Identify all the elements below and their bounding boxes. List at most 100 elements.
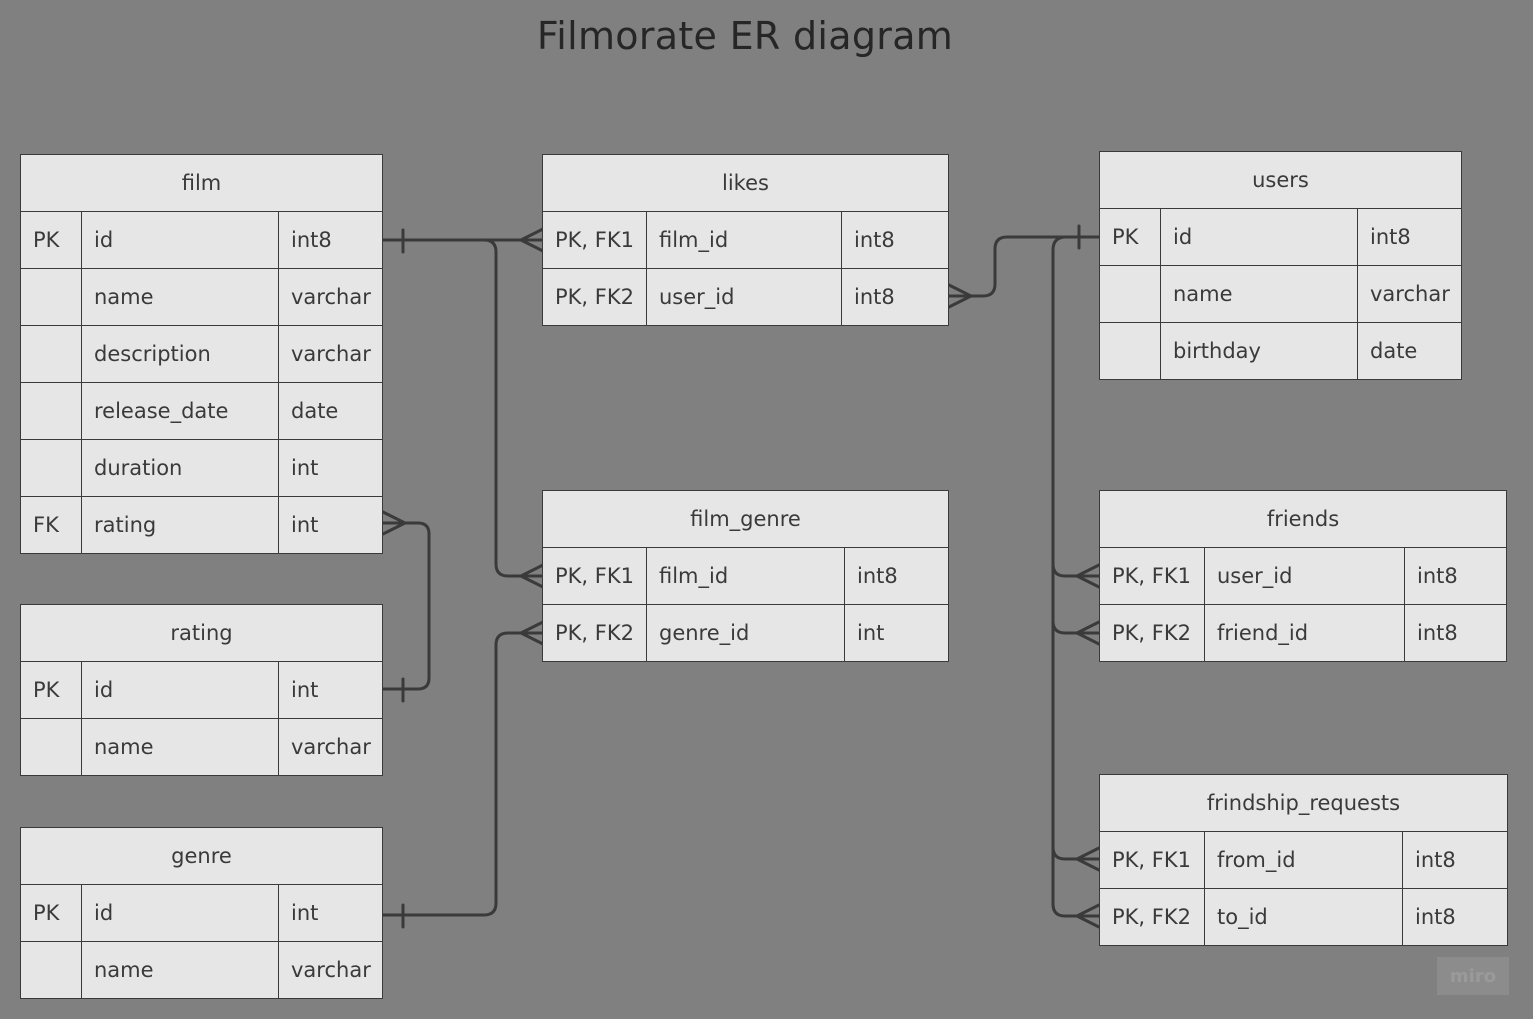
key-cell — [1100, 266, 1160, 322]
key-cell: PK, FK2 — [1112, 621, 1191, 645]
field-cell: user_id — [1204, 548, 1404, 604]
type-cell: int8 — [1404, 548, 1506, 604]
table-likes[interactable]: likes PK, FK1 film_id int8 PK, FK2 user_… — [542, 154, 949, 326]
key-cell: PK — [33, 901, 60, 925]
table-frindship-requests[interactable]: frindship_requests PK, FK1 from_id int8 … — [1099, 774, 1508, 946]
relation-film-film-genre — [482, 238, 545, 589]
table-row: release_date date — [21, 383, 382, 440]
type-cell: int8 — [1357, 209, 1461, 265]
table-header: friends — [1100, 491, 1506, 548]
key-cell: PK, FK1 — [555, 564, 634, 588]
table-row: PK id int8 — [1100, 209, 1461, 266]
table-row: description varchar — [21, 326, 382, 383]
relation-film-likes — [381, 227, 545, 254]
table-row: PK id int — [21, 662, 382, 719]
field-cell: film_id — [646, 548, 844, 604]
relation-users-likes — [947, 224, 1101, 309]
table-friends[interactable]: friends PK, FK1 user_id int8 PK, FK2 fri… — [1099, 490, 1507, 662]
key-cell — [21, 383, 81, 439]
diagram-title: Filmorate ER diagram — [536, 14, 954, 58]
field-cell: friend_id — [1204, 605, 1404, 661]
key-cell — [1100, 323, 1160, 379]
key-cell — [21, 326, 81, 382]
table-users[interactable]: users PK id int8 name varchar birthday d… — [1099, 151, 1462, 380]
type-cell: int — [844, 605, 948, 661]
type-cell: int8 — [1402, 832, 1507, 888]
table-row: name varchar — [21, 719, 382, 775]
type-cell: int8 — [1404, 605, 1506, 661]
table-header: frindship_requests — [1100, 775, 1507, 832]
table-header: users — [1100, 152, 1461, 209]
table-header: genre — [21, 828, 382, 885]
relation-genre-film-genre — [381, 620, 545, 929]
type-cell: date — [1357, 323, 1461, 379]
type-cell: int — [278, 885, 382, 941]
table-header: film — [21, 155, 382, 212]
type-cell: date — [278, 383, 382, 439]
key-cell — [21, 942, 81, 998]
key-cell — [21, 440, 81, 496]
field-cell: id — [81, 885, 278, 941]
key-cell — [21, 269, 81, 325]
table-genre[interactable]: genre PK id int name varchar — [20, 827, 383, 999]
key-cell: PK, FK1 — [1112, 848, 1191, 872]
key-cell: PK — [33, 228, 60, 252]
table-row: PK, FK2 friend_id int8 — [1100, 605, 1506, 661]
table-rating[interactable]: rating PK id int name varchar — [20, 604, 383, 776]
table-row: name varchar — [1100, 266, 1461, 323]
type-cell: varchar — [278, 942, 382, 998]
type-cell: int — [278, 497, 382, 553]
key-cell: PK, FK1 — [1112, 564, 1191, 588]
field-cell: from_id — [1204, 832, 1402, 888]
table-row: name varchar — [21, 269, 382, 326]
field-cell: name — [81, 269, 278, 325]
relation-users-friends-requests — [1051, 235, 1101, 929]
key-cell: PK, FK1 — [555, 228, 634, 252]
field-cell: name — [81, 719, 278, 775]
field-cell: id — [81, 662, 278, 718]
type-cell: int8 — [841, 212, 948, 268]
field-cell: film_id — [646, 212, 841, 268]
table-row: birthday date — [1100, 323, 1461, 379]
key-cell: PK — [1112, 225, 1139, 249]
key-cell: PK, FK2 — [1112, 905, 1191, 929]
field-cell: id — [1160, 209, 1357, 265]
table-header: rating — [21, 605, 382, 662]
table-row: PK, FK1 film_id int8 — [543, 548, 948, 605]
table-row: PK, FK2 user_id int8 — [543, 269, 948, 325]
table-row: name varchar — [21, 942, 382, 998]
field-cell: duration — [81, 440, 278, 496]
type-cell: varchar — [278, 326, 382, 382]
table-row: PK, FK1 film_id int8 — [543, 212, 948, 269]
type-cell: varchar — [1357, 266, 1461, 322]
table-row: PK id int — [21, 885, 382, 942]
field-cell: to_id — [1204, 889, 1402, 945]
table-row: PK, FK1 user_id int8 — [1100, 548, 1506, 605]
field-cell: rating — [81, 497, 278, 553]
key-cell: FK — [33, 513, 59, 537]
type-cell: int8 — [1402, 889, 1507, 945]
field-cell: id — [81, 212, 278, 268]
key-cell: PK, FK2 — [555, 285, 634, 309]
table-row: PK id int8 — [21, 212, 382, 269]
table-header: likes — [543, 155, 948, 212]
type-cell: varchar — [278, 269, 382, 325]
relation-rating-film — [381, 510, 431, 703]
table-row: FK rating int — [21, 497, 382, 553]
type-cell: int8 — [841, 269, 948, 325]
miro-watermark: miro — [1437, 957, 1509, 995]
field-cell: description — [81, 326, 278, 382]
key-cell: PK, FK2 — [555, 621, 634, 645]
field-cell: user_id — [646, 269, 841, 325]
type-cell: int — [278, 662, 382, 718]
type-cell: varchar — [278, 719, 382, 775]
field-cell: genre_id — [646, 605, 844, 661]
type-cell: int8 — [844, 548, 948, 604]
table-film-genre[interactable]: film_genre PK, FK1 film_id int8 PK, FK2 … — [542, 490, 949, 662]
table-film[interactable]: film PK id int8 name varchar description… — [20, 154, 383, 554]
table-row: duration int — [21, 440, 382, 497]
table-row: PK, FK2 to_id int8 — [1100, 889, 1507, 945]
field-cell: birthday — [1160, 323, 1357, 379]
key-cell: PK — [33, 678, 60, 702]
key-cell — [21, 719, 81, 775]
